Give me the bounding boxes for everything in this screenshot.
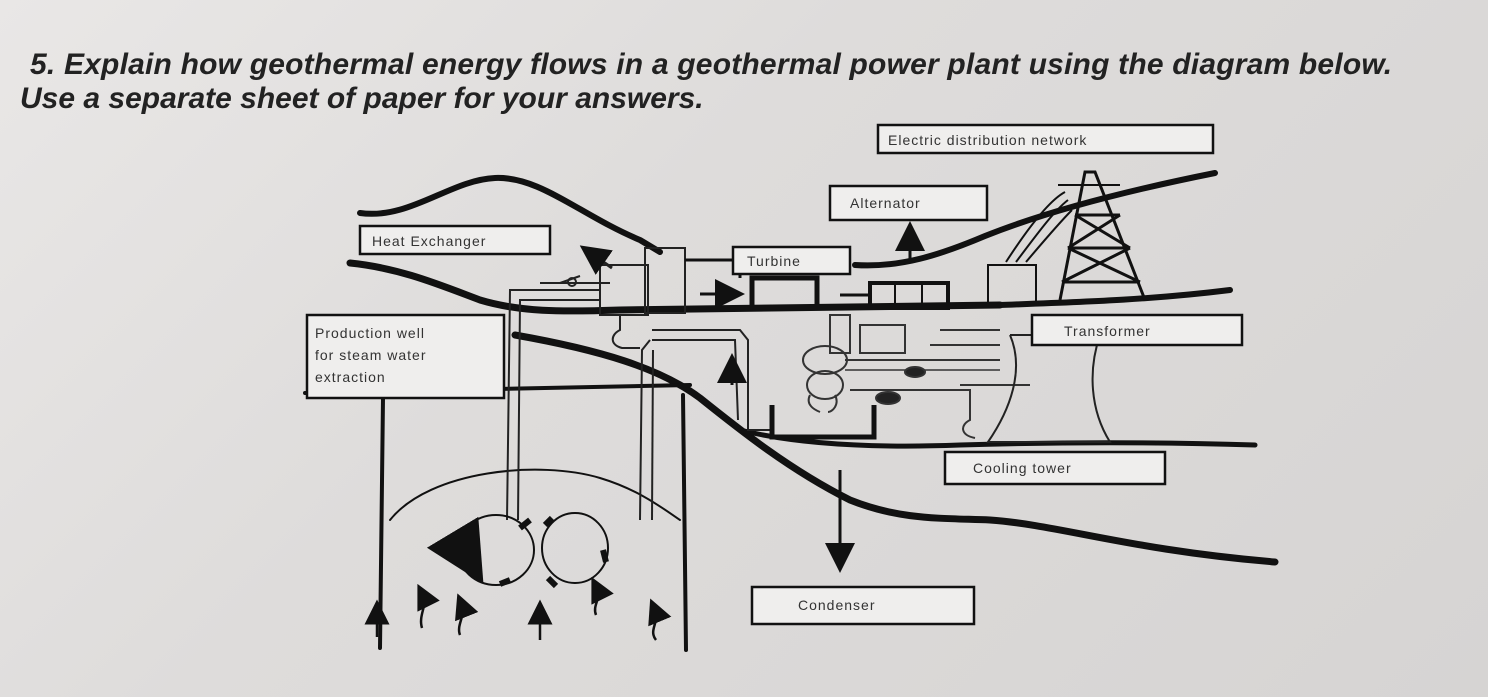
label-transformer: Transformer [1030,313,1244,347]
hill-line-right [852,170,1218,269]
slope-line [511,331,1279,566]
condenser-bracket [717,353,877,573]
convection-loops [426,512,609,589]
label-alternator: Alternator [828,184,989,222]
reinjection-well-pipe [639,339,651,521]
label-turbine: Turbine [731,245,852,276]
svg-text:Cooling tower: Cooling tower [973,460,1072,476]
heat-exchanger-unit [540,245,686,349]
svg-text:Alternator: Alternator [850,195,921,211]
label-electric-network: Electric distribution network [876,123,1215,155]
svg-text:for steam water: for steam water [315,347,426,363]
cooling-tower [986,334,1112,443]
svg-text:Electric distribution network: Electric distribution network [888,132,1087,148]
svg-text:Turbine: Turbine [747,253,801,269]
heat-rising-arrows [364,576,672,641]
generator-block [840,221,1037,310]
transmission-tower [1005,170,1147,301]
reservoir-wall-right [681,393,688,652]
reservoir-dome [389,468,681,521]
question-line-2: Use a separate sheet of paper for your a… [20,82,704,115]
label-heat-exchanger: Heat Exchanger [358,224,552,256]
machinery [802,314,1030,439]
question-line-1: 5. Explain how geothermal energy flows i… [30,48,1393,81]
production-well-pipe [506,289,600,521]
mid-ground-line [346,259,1004,315]
reservoir-wall-left [378,396,385,650]
label-condenser: Condenser [750,585,976,626]
svg-text:Condenser: Condenser [798,597,876,613]
mountain-ridge-line [357,174,663,255]
label-production-well: Production well for steam water extracti… [305,313,506,400]
svg-text:Production well: Production well [315,325,425,341]
steam-arrow [579,245,613,275]
lower-ground-line [737,427,1258,449]
svg-text:extraction: extraction [315,369,386,385]
svg-text:Heat Exchanger: Heat Exchanger [372,233,486,249]
svg-text:Transformer: Transformer [1064,323,1151,339]
well-pipes [506,289,770,521]
label-cooling-tower: Cooling tower [943,450,1167,486]
ground-line-right [997,287,1233,308]
